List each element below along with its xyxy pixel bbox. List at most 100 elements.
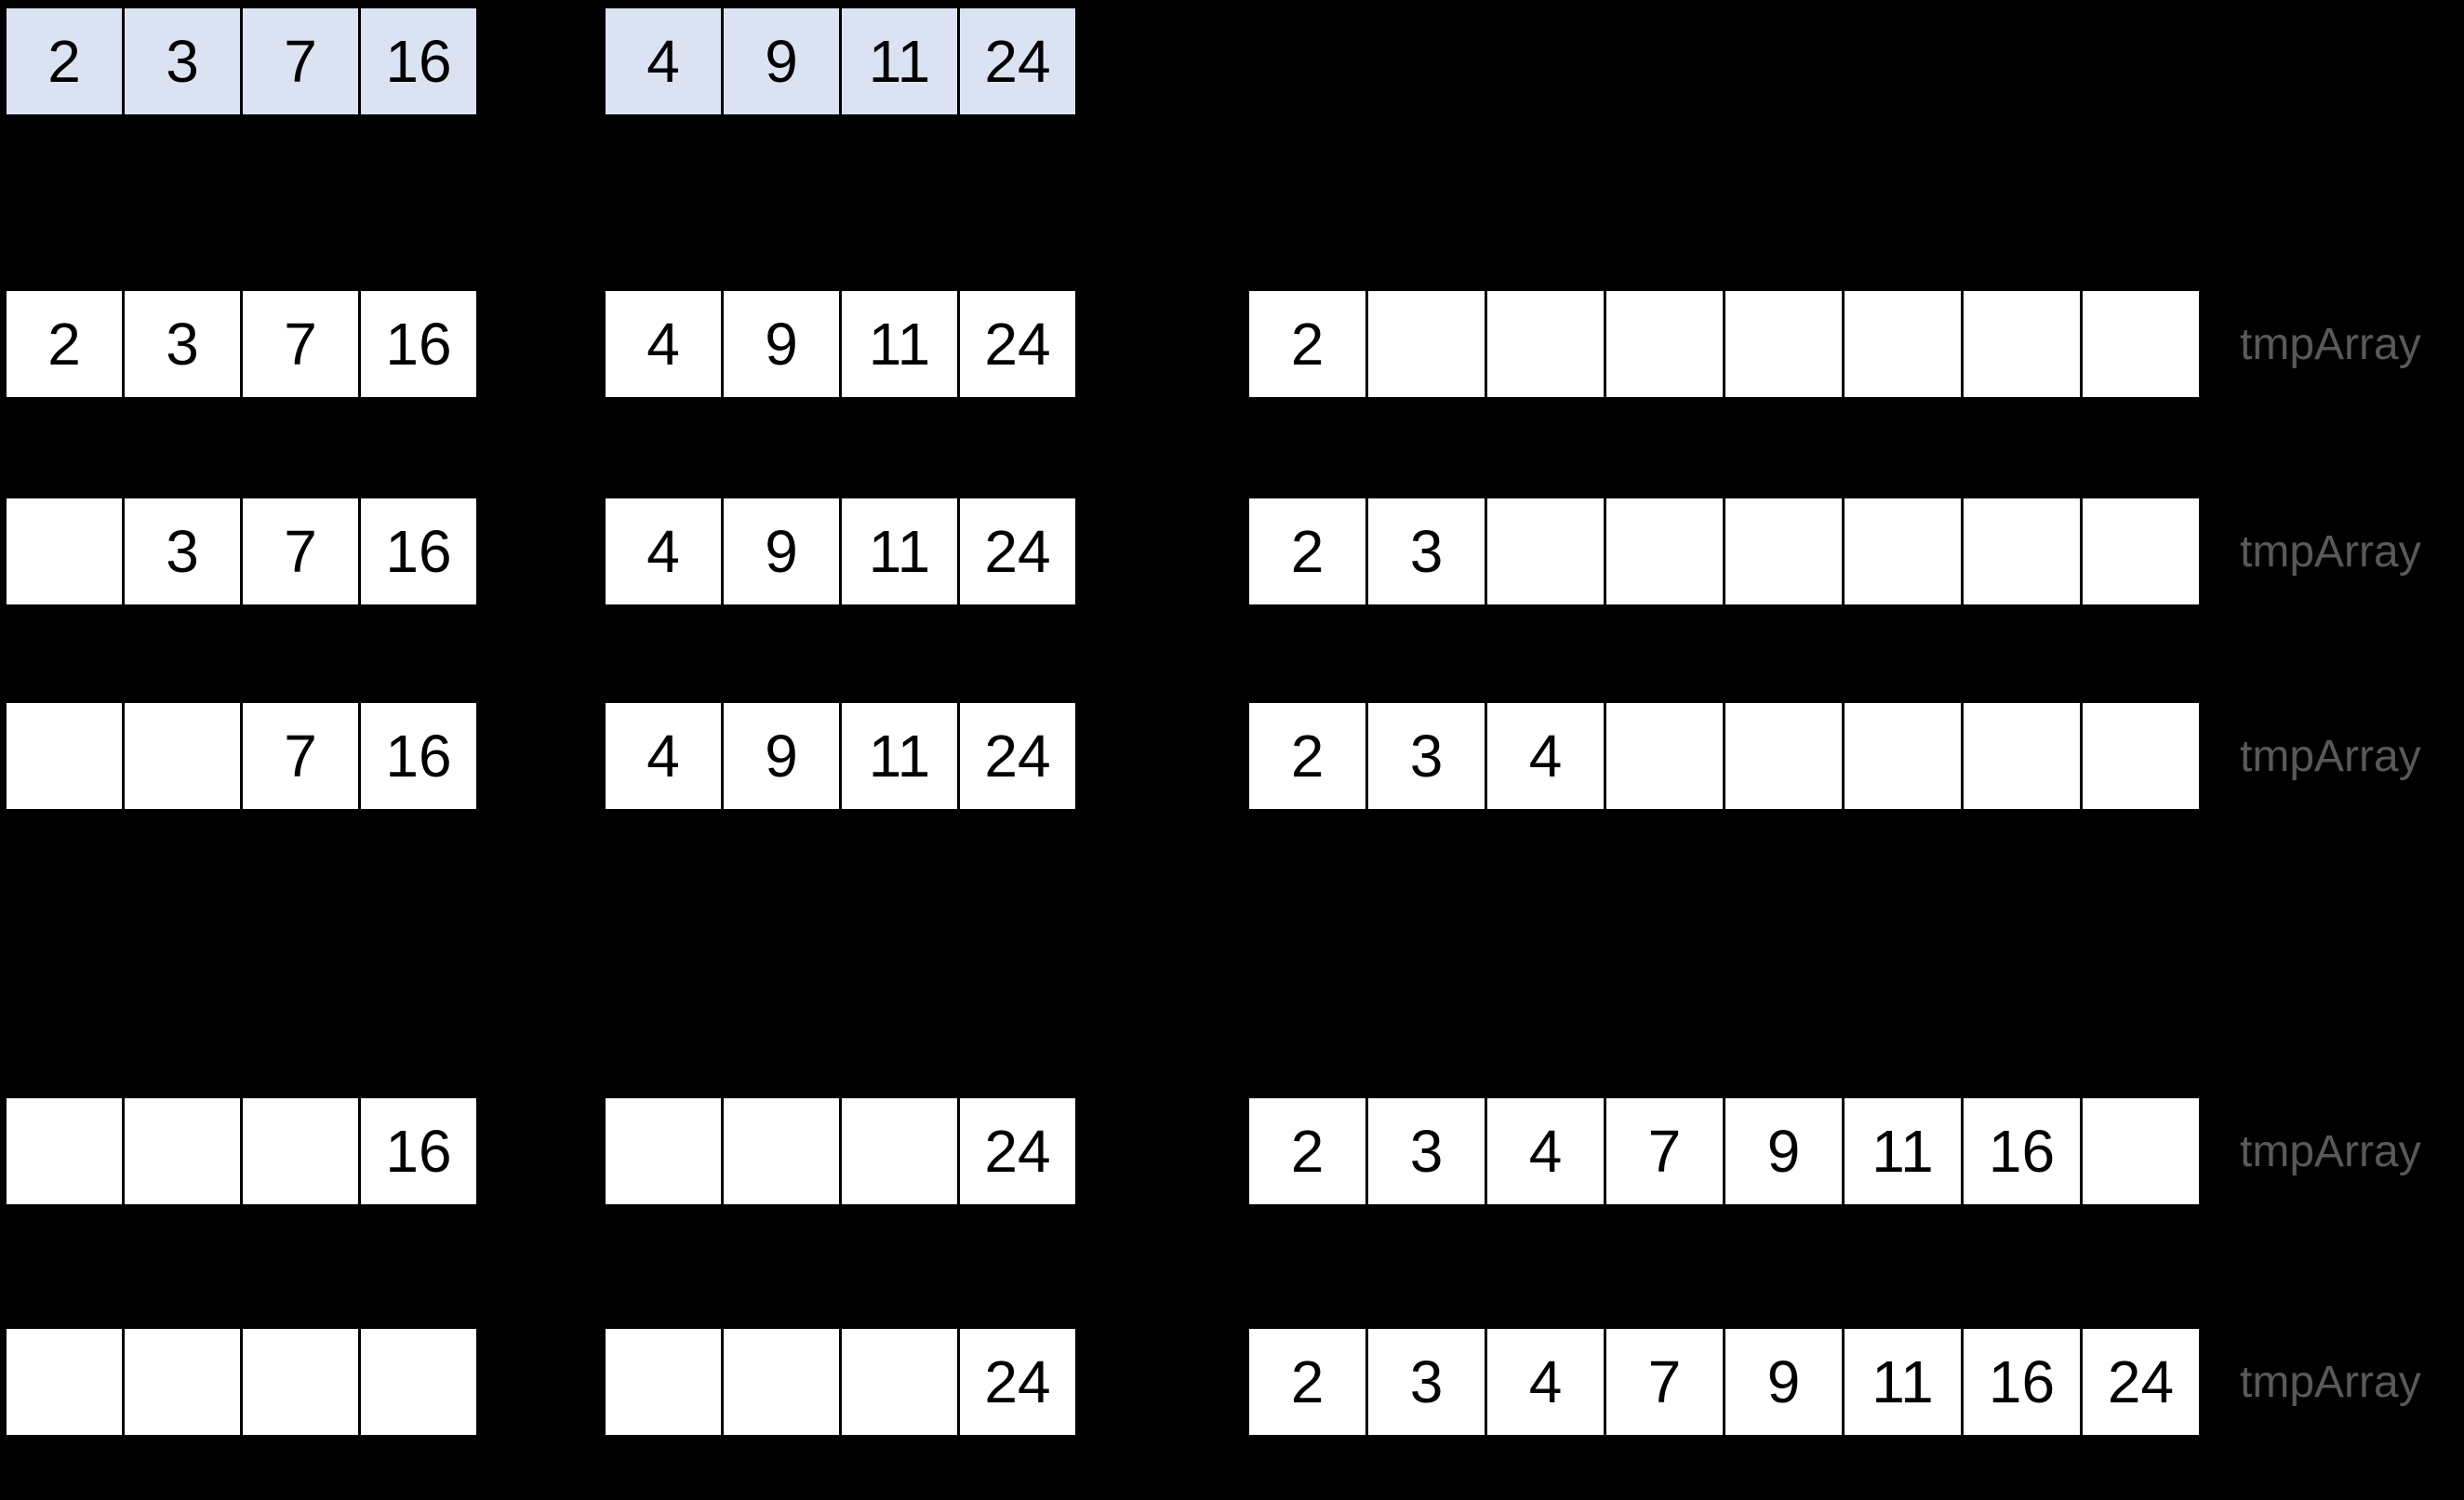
array-cell (1604, 288, 1725, 400)
array-cell (1604, 496, 1725, 607)
array-cell: 24 (957, 288, 1078, 400)
array-cell: 4 (1485, 1326, 1606, 1438)
merge-step-row-4: 16 24 2 3 4 7 9 11 16 tmpArray (0, 1095, 2464, 1207)
array-cell (2080, 288, 2202, 400)
left-input-array: 2 3 7 16 (4, 6, 479, 117)
left-subarray: 16 (4, 1095, 479, 1207)
array-cell (1723, 496, 1845, 607)
array-cell: 2 (4, 6, 125, 117)
array-cell (1723, 700, 1845, 812)
array-cell (1961, 496, 2083, 607)
array-cell: 2 (1246, 496, 1368, 607)
array-cell: 24 (957, 1095, 1078, 1207)
array-cell: 2 (1246, 1326, 1368, 1438)
array-cell (839, 1326, 960, 1438)
array-cell: 11 (1842, 1095, 1964, 1207)
array-cell: 3 (1365, 1095, 1487, 1207)
array-cell (122, 700, 243, 812)
array-cell: 9 (1723, 1095, 1845, 1207)
tmp-array: 2 (1246, 288, 2202, 400)
array-cell: 7 (240, 6, 361, 117)
array-cell (4, 1326, 125, 1438)
array-cell: 16 (358, 1095, 479, 1207)
array-cell: 3 (1365, 700, 1487, 812)
tmp-array: 2 3 4 7 9 11 16 24 (1246, 1326, 2202, 1438)
array-cell: 4 (603, 700, 724, 812)
array-cell: 11 (839, 700, 960, 812)
array-cell: 3 (1365, 496, 1487, 607)
merge-step-row-5: 24 2 3 4 7 9 11 16 24 tmpArray (0, 1326, 2464, 1438)
array-cell: 16 (358, 496, 479, 607)
array-cell (122, 1095, 243, 1207)
tmp-array-label: tmpArray (2240, 1126, 2421, 1176)
array-cell: 24 (957, 6, 1078, 117)
array-cell: 4 (603, 6, 724, 117)
array-cell: 11 (839, 288, 960, 400)
array-cell: 7 (1604, 1095, 1725, 1207)
array-cell: 2 (1246, 700, 1368, 812)
merge-step-row-1: 2 3 7 16 4 9 11 24 2 tmpArray (0, 288, 2464, 400)
tmp-array-label: tmpArray (2240, 1357, 2421, 1407)
right-subarray: 4 9 11 24 (603, 288, 1078, 400)
array-cell (2080, 496, 2202, 607)
array-cell: 4 (1485, 1095, 1606, 1207)
array-cell: 16 (358, 288, 479, 400)
array-cell (1842, 288, 1964, 400)
array-cell: 11 (839, 496, 960, 607)
tmp-array-label: tmpArray (2240, 526, 2421, 577)
array-cell (1842, 496, 1964, 607)
array-cell (240, 1326, 361, 1438)
array-cell: 9 (721, 496, 842, 607)
merge-step-row-2: 3 7 16 4 9 11 24 2 3 tmpArray (0, 496, 2464, 607)
array-cell (4, 1095, 125, 1207)
array-cell (721, 1095, 842, 1207)
array-cell (839, 1095, 960, 1207)
array-cell: 16 (358, 6, 479, 117)
array-cell (2080, 1095, 2202, 1207)
right-input-array: 4 9 11 24 (603, 6, 1078, 117)
merge-step-row-3: 7 16 4 9 11 24 2 3 4 tmpArray (0, 700, 2464, 812)
array-cell: 3 (122, 288, 243, 400)
array-cell: 7 (240, 496, 361, 607)
array-cell (1961, 700, 2083, 812)
array-cell: 3 (1365, 1326, 1487, 1438)
tmp-array: 2 3 4 (1246, 700, 2202, 812)
left-subarray: 3 7 16 (4, 496, 479, 607)
tmp-array-label: tmpArray (2240, 731, 2421, 781)
array-cell (603, 1095, 724, 1207)
array-cell (1961, 288, 2083, 400)
tmp-array: 2 3 (1246, 496, 2202, 607)
array-cell: 4 (603, 496, 724, 607)
array-cell: 9 (1723, 1326, 1845, 1438)
array-cell (122, 1326, 243, 1438)
array-cell: 16 (1961, 1095, 2083, 1207)
right-subarray: 24 (603, 1095, 1078, 1207)
left-subarray: 2 3 7 16 (4, 288, 479, 400)
array-cell: 2 (4, 288, 125, 400)
array-cell (1485, 288, 1606, 400)
left-subarray: 7 16 (4, 700, 479, 812)
array-cell (1842, 700, 1964, 812)
input-arrays-row: 2 3 7 16 4 9 11 24 (0, 6, 2464, 117)
array-cell: 2 (1246, 1095, 1368, 1207)
right-subarray: 4 9 11 24 (603, 496, 1078, 607)
array-cell: 11 (1842, 1326, 1964, 1438)
array-cell: 24 (2080, 1326, 2202, 1438)
array-cell: 7 (1604, 1326, 1725, 1438)
array-cell (2080, 700, 2202, 812)
array-cell: 2 (1246, 288, 1368, 400)
array-cell: 4 (603, 288, 724, 400)
array-cell (4, 700, 125, 812)
right-subarray: 24 (603, 1326, 1078, 1438)
array-cell: 9 (721, 6, 842, 117)
array-cell: 9 (721, 288, 842, 400)
array-cell (603, 1326, 724, 1438)
array-cell (240, 1095, 361, 1207)
array-cell: 24 (957, 496, 1078, 607)
array-cell: 3 (122, 6, 243, 117)
array-cell: 11 (839, 6, 960, 117)
array-cell (358, 1326, 479, 1438)
left-subarray (4, 1326, 479, 1438)
array-cell (1485, 496, 1606, 607)
array-cell: 7 (240, 700, 361, 812)
